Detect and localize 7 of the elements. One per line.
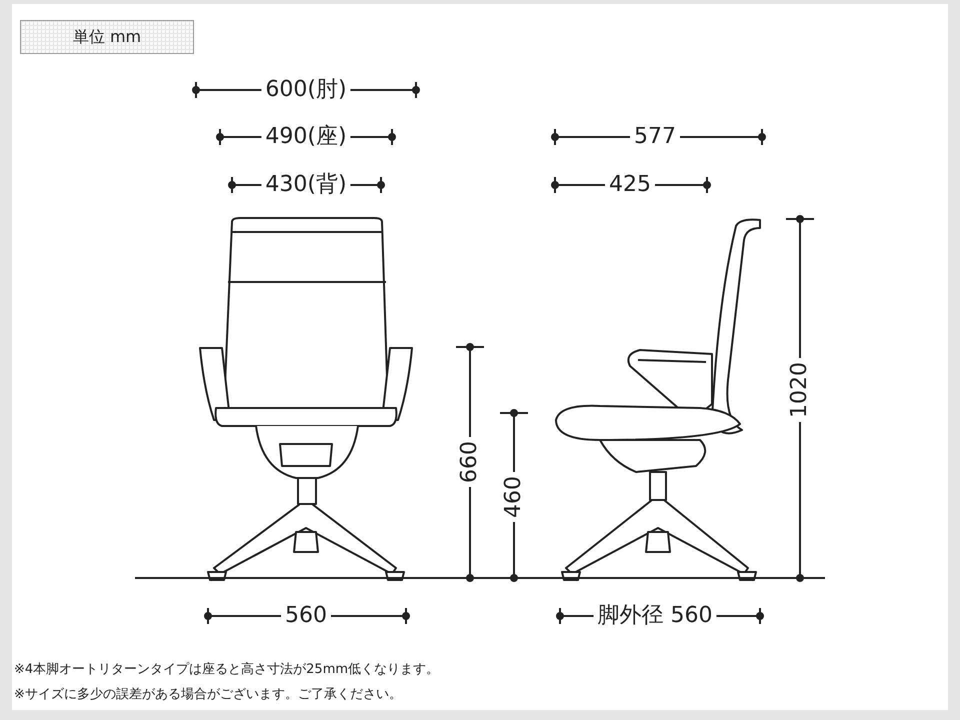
note-text: ※サイズに多少の誤差がある場合がございます。ご了承ください。 [14, 686, 402, 703]
unit-label: 単位 mm [72, 26, 142, 48]
dimension-label: 430(背) [261, 172, 351, 198]
unit-box [20, 20, 194, 54]
dimension-label: 脚外径 560 [594, 604, 716, 628]
dimension-label: 600(肘) [261, 78, 351, 102]
note-text: ※4本脚オートリターンタイプは座ると高さ寸法が25mm低くなります。 [14, 661, 440, 678]
